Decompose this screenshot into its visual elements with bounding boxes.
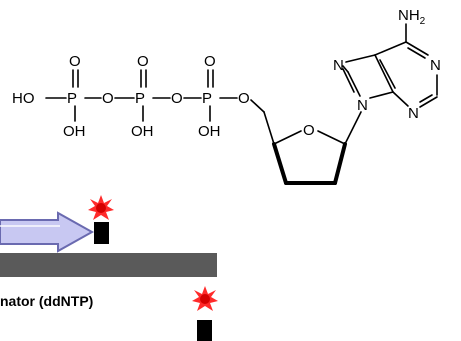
atom-p2-oh: OH <box>131 123 154 140</box>
atom-p1-o: O <box>69 53 81 70</box>
atom-ester-o: O <box>238 90 250 107</box>
bond-c1-n9 <box>344 111 362 145</box>
atom-nh2: NH2 <box>398 7 426 27</box>
atom-link-o2: O <box>171 90 183 107</box>
bond-c6-n1-double <box>407 47 426 59</box>
bond-c2-c1 <box>333 142 347 185</box>
adenine-base: N N NH2 N N <box>333 7 441 122</box>
terminator-block-1 <box>94 222 109 244</box>
sugar-ring: O <box>272 111 362 185</box>
dye-star-core <box>200 294 210 304</box>
atom-n9: N <box>357 97 368 114</box>
terminator-label: nator (ddNTP) <box>0 293 93 309</box>
bond-n3-c4 <box>392 91 409 107</box>
bond-c5-c4 <box>374 54 394 93</box>
triphosphate-chain: HO P O OH O P O OH O P O OH O <box>12 53 275 145</box>
atom-p2-o: O <box>137 53 149 70</box>
atom-ring-o: O <box>303 122 315 139</box>
atom-p3-o: O <box>204 53 216 70</box>
atom-n3: N <box>408 105 419 122</box>
bond-o-c1 <box>317 130 346 145</box>
bond-o-ch2 <box>250 99 265 113</box>
bond-c8-n7-a <box>342 65 349 73</box>
atom-p3-oh: OH <box>198 123 221 140</box>
dye-star-core <box>96 203 106 213</box>
bond-c4-o <box>273 130 302 145</box>
sequencing-schematic: nator (ddNTP) <box>0 195 218 341</box>
bond-c6-n1 <box>405 41 429 56</box>
atom-p2: P <box>135 90 145 107</box>
atom-ho: HO <box>12 90 35 107</box>
bond-n9-c4 <box>369 91 394 99</box>
bond-c2-n3 <box>419 96 438 108</box>
bond-c5-c4-double <box>379 59 396 89</box>
bond-ch2-c4 <box>263 111 275 145</box>
terminator-block-2 <box>197 320 212 341</box>
bond-n9-c8 <box>347 71 361 97</box>
bond-n7-c5 <box>345 54 376 63</box>
template-strand <box>0 253 217 277</box>
fluorescent-dye-icon <box>88 195 114 220</box>
bond-c2-n3-double <box>419 94 433 103</box>
fluorescent-dye-icon <box>192 286 218 311</box>
primer-arrow <box>0 211 95 253</box>
atom-n7: N <box>333 57 344 74</box>
atom-p1: P <box>67 90 77 107</box>
atom-p1-oh: OH <box>63 123 86 140</box>
bond-c4-c3 <box>272 142 288 185</box>
bond-c8-n7-double <box>342 68 355 93</box>
bond-c5-c6 <box>374 41 407 56</box>
atom-link-o1: O <box>102 90 114 107</box>
atom-p3: P <box>202 90 212 107</box>
atom-n1: N <box>430 57 441 74</box>
